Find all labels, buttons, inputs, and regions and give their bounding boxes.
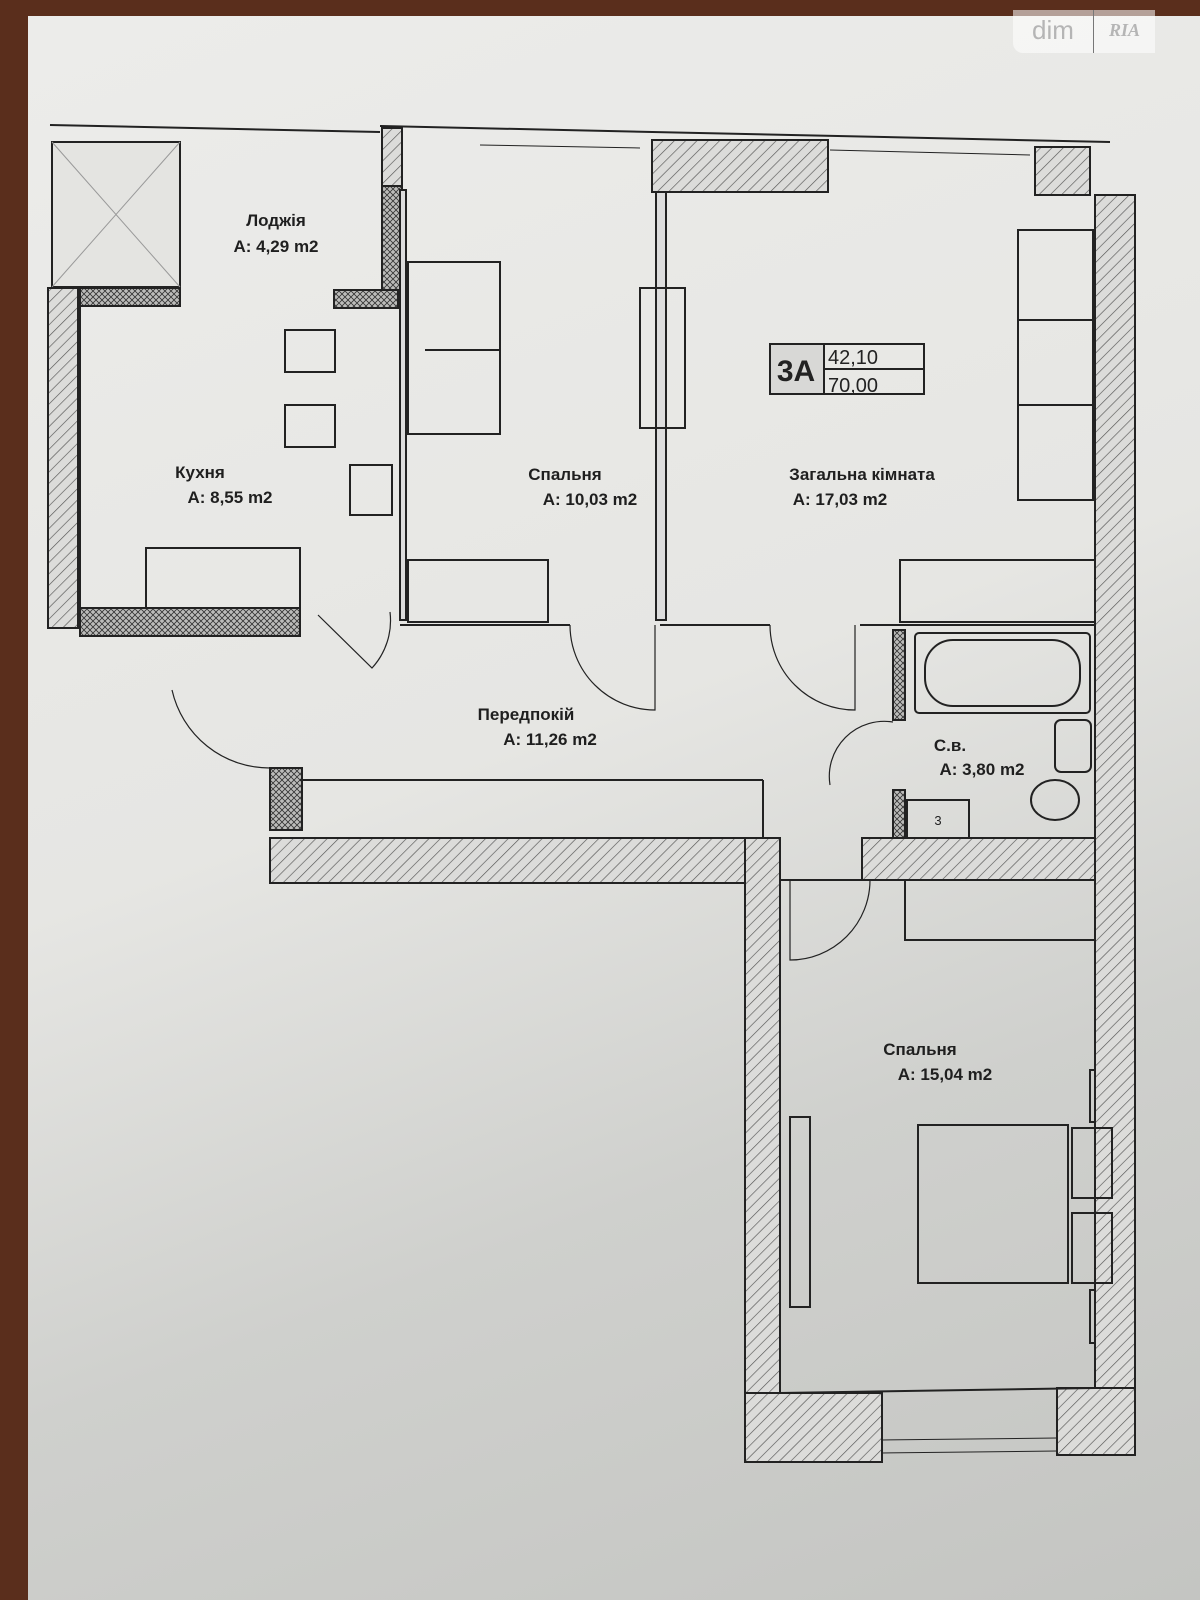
watermark-logo: dim RIA bbox=[1013, 10, 1155, 53]
watermark-dim: dim bbox=[1013, 10, 1094, 53]
paper-sheet bbox=[28, 16, 1200, 1600]
room-name-loggia: Лоджія bbox=[246, 211, 306, 230]
room-area-bathroom: A: 3,80 m2 bbox=[939, 760, 1024, 779]
watermark-ria: RIA bbox=[1108, 20, 1141, 40]
room-area-bedroom-2: A: 15,04 m2 bbox=[898, 1065, 993, 1084]
room-area-bedroom-1: A: 10,03 m2 bbox=[543, 490, 638, 509]
room-name-bedroom-1: Спальня bbox=[528, 465, 601, 484]
apartment-living-area: 42,10 bbox=[828, 347, 878, 369]
loggia-parapet bbox=[49, 124, 381, 133]
room-area-loggia: A: 4,29 m2 bbox=[233, 237, 318, 256]
room-name-living-room: Загальна кімната bbox=[789, 465, 935, 484]
room-name-bathroom: С.в. bbox=[934, 736, 966, 755]
room-area-living-room: A: 17,03 m2 bbox=[793, 490, 888, 509]
room-area-kitchen: A: 8,55 m2 bbox=[187, 488, 272, 507]
room-area-hallway: A: 11,26 m2 bbox=[503, 730, 597, 749]
room-name-hallway: Передпокій bbox=[478, 705, 575, 724]
apartment-total-area: 70,00 bbox=[828, 375, 878, 397]
room-name-bedroom-2: Спальня bbox=[883, 1040, 956, 1059]
room-name-kitchen: Кухня bbox=[175, 463, 225, 482]
apartment-code: 3A bbox=[777, 355, 815, 388]
bath-marker: 3 bbox=[934, 813, 941, 828]
